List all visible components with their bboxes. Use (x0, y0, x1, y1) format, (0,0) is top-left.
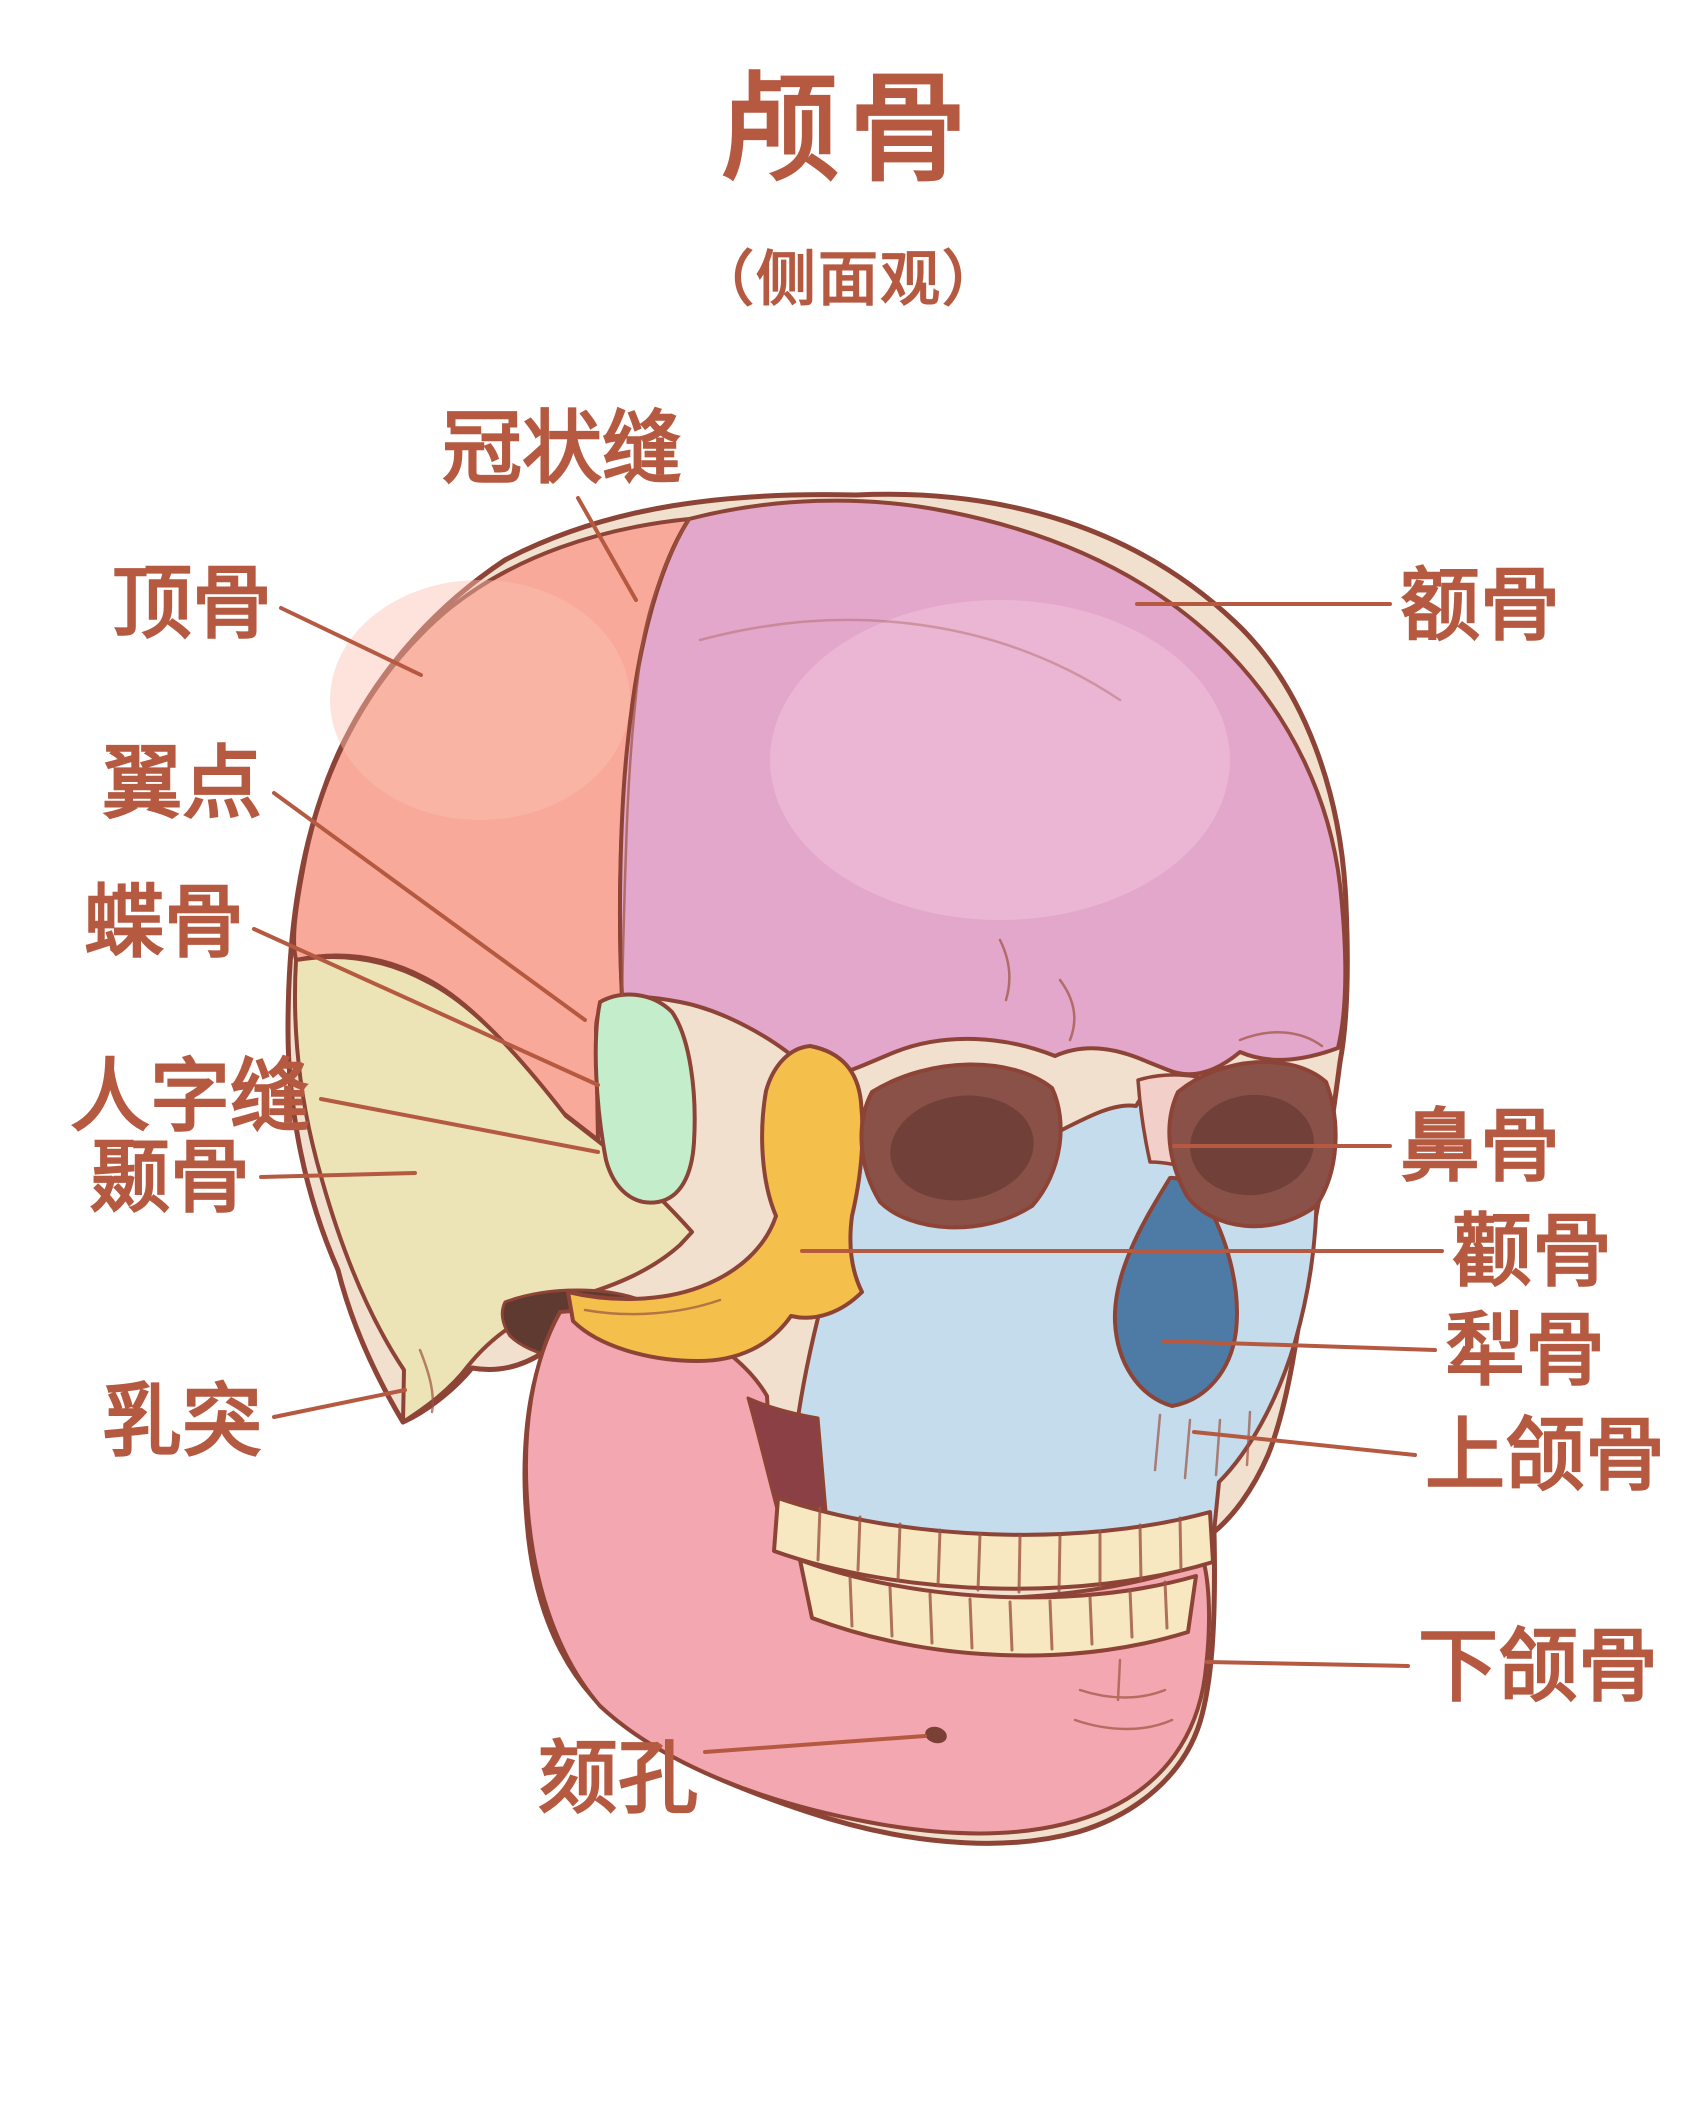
label-zygomatic: 颧骨 (1452, 1207, 1612, 1296)
frontal-highlight (770, 600, 1230, 920)
frontal-crack-lines (998, 938, 1076, 1042)
leader-vomer (1161, 1339, 1437, 1352)
leader-sphenoid (252, 927, 600, 1087)
leader-coronal-suture (576, 496, 638, 602)
mental-foramen-dot (925, 1726, 947, 1744)
leader-parietal (279, 606, 423, 677)
coronal-suture-line (620, 517, 691, 998)
leader-temporal (259, 1171, 417, 1179)
leader-mental-foramen (703, 1734, 927, 1754)
label-coronal-suture: 冠状缝 (442, 404, 682, 493)
brow-ridge-line (1238, 1031, 1324, 1048)
upper-teeth (772, 1496, 1215, 1591)
zygomatic-arch-inner-line (583, 1298, 722, 1316)
leader-mastoid (272, 1388, 407, 1419)
label-mandible: 下颌骨 (1418, 1622, 1658, 1711)
label-nasal: 鼻骨 (1400, 1102, 1560, 1191)
label-lambdoid-suture: 人字缝 (70, 1052, 310, 1141)
label-sphenoid: 蝶骨 (84, 878, 244, 967)
zygomatic-bone (566, 1044, 865, 1363)
label-maxilla: 上颌骨 (1425, 1411, 1665, 1500)
lower-teeth (798, 1558, 1198, 1658)
label-mental-foramen: 颏孔 (538, 1734, 698, 1823)
temporal-line-arc (698, 618, 1122, 702)
maxilla-striations (1153, 1410, 1252, 1480)
sphenoid-bone (593, 992, 697, 1205)
page-title: 颅骨 (721, 64, 977, 196)
leader-pterion (272, 791, 587, 1022)
label-frontal: 额骨 (1400, 561, 1560, 650)
upper-teeth-separators (816, 1506, 1183, 1594)
leader-mandible (1205, 1660, 1410, 1668)
label-parietal: 顶骨 (112, 559, 272, 648)
label-temporal: 颞骨 (90, 1133, 250, 1222)
label-vomer: 犁骨 (1445, 1306, 1605, 1395)
label-mastoid: 乳突 (102, 1377, 262, 1466)
leader-maxilla (1192, 1430, 1417, 1457)
leader-lambdoid-suture (319, 1097, 600, 1154)
parietal-highlight (330, 580, 630, 820)
lower-teeth-separators (848, 1575, 1169, 1652)
page-subtitle: （侧面观） (694, 246, 1004, 313)
label-pterion: 翼点 (102, 739, 262, 828)
orbit-left-inner (890, 1095, 1034, 1201)
chin-lines (1073, 1658, 1174, 1731)
mastoid-groove (418, 1348, 435, 1414)
